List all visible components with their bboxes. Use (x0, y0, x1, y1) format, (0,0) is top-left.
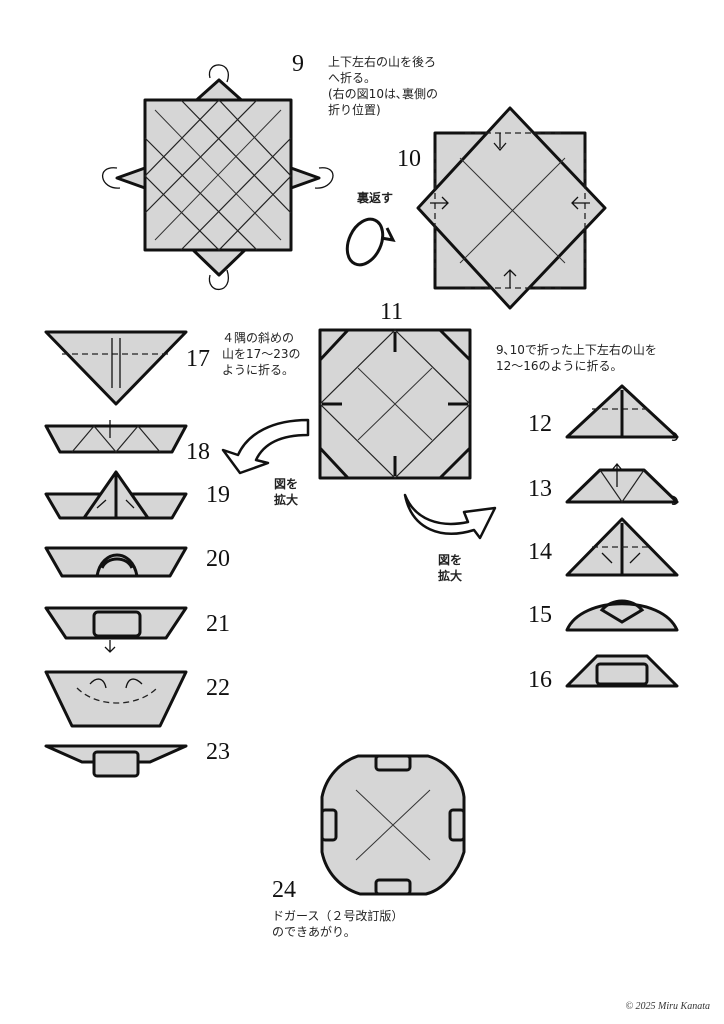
step-9-diagram (101, 64, 334, 291)
step-22-diagram (44, 670, 188, 728)
step-24-finished-model (320, 754, 466, 896)
step-24-caption: ドガース（２号改訂版） のできあがり。 (272, 909, 404, 939)
step-20-diagram (44, 546, 188, 578)
step-10-number: 10 (397, 146, 421, 172)
step-23-diagram (44, 744, 188, 778)
enlarge-left-label: 図を 拡大 (273, 477, 298, 507)
step-14-diagram (565, 517, 679, 577)
step-13-diagram (565, 462, 679, 505)
step-21-diagram (44, 606, 188, 653)
flip-label: 裏返す (356, 191, 393, 205)
step-19-number: 19 (206, 482, 230, 508)
copyright: © 2025 Miru Kanata (625, 1001, 710, 1012)
step-10-diagram (416, 106, 607, 310)
step-11-number: 11 (380, 299, 404, 325)
step-11-right-instruction: 9､10で折った上下左右の山を 12〜16のように折る。 (496, 343, 657, 373)
step-11-left-instruction: ４隅の斜めの 山を17〜23の ように折る。 (222, 331, 301, 377)
step-18-diagram (44, 420, 188, 454)
step-12-diagram (565, 384, 679, 441)
step-11-diagram (318, 328, 472, 480)
step-13-number: 13 (528, 476, 552, 502)
step-15-number: 15 (528, 602, 552, 628)
step-23-number: 23 (206, 739, 230, 765)
step-14-number: 14 (528, 539, 552, 565)
step-17-number: 17 (186, 346, 210, 372)
step-18-number: 18 (186, 439, 210, 465)
enlarge-left-arrow-icon (221, 418, 310, 475)
step-20-number: 20 (206, 546, 230, 572)
enlarge-right-arrow-icon (403, 493, 497, 540)
step-16-diagram (565, 654, 679, 688)
step-19-diagram (44, 470, 188, 520)
enlarge-right-label: 図を 拡大 (437, 553, 462, 583)
step-22-number: 22 (206, 675, 230, 701)
step-16-number: 16 (528, 667, 552, 693)
flip-arrow-icon (345, 217, 396, 267)
step-17-diagram (44, 330, 188, 406)
step-24-number: 24 (272, 877, 296, 903)
step-15-diagram (565, 599, 679, 632)
step-12-number: 12 (528, 411, 552, 437)
step-9-number: 9 (292, 51, 304, 77)
step-9-instruction: 上下左右の山を後ろ へ折る。 (右の図10は､裏側の 折り位置) (328, 55, 438, 117)
step-21-number: 21 (206, 611, 230, 637)
